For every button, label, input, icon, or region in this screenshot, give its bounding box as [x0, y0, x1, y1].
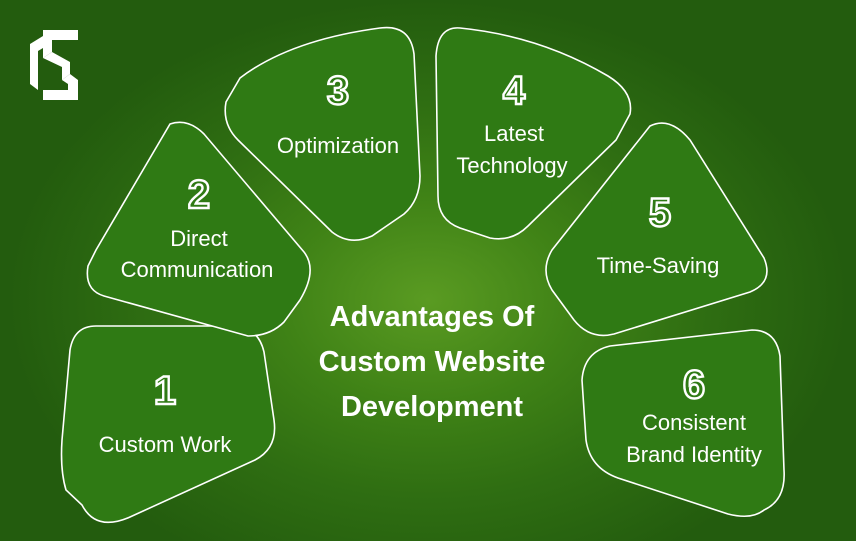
center-title: Advantages Of Custom Website Development: [319, 301, 546, 423]
advantage-card-4: 4 Latest Technology: [435, 27, 632, 240]
card-1-shape: [60, 325, 276, 524]
advantage-card-3: 3 Optimization: [224, 26, 421, 241]
card-6-shape: [581, 329, 785, 518]
card-1-number: 1: [154, 369, 176, 413]
card-4-shape: [435, 27, 632, 240]
card-3-shape: [224, 26, 421, 241]
advantage-card-6: 6 Consistent Brand Identity: [581, 329, 785, 518]
advantage-card-2: 2 Direct Communication: [86, 121, 311, 337]
card-5-shape: [545, 122, 768, 337]
logo-icon: [30, 30, 78, 100]
card-6-number: 6: [683, 363, 705, 407]
card-4-label-line-1: Latest: [484, 121, 544, 146]
card-5-number: 5: [649, 191, 671, 235]
card-6-label-line-1: Consistent: [642, 410, 746, 435]
title-line-1: Advantages Of: [330, 301, 535, 333]
card-2-label-line-1: Direct: [170, 226, 227, 251]
card-3-label: Optimization: [277, 133, 399, 158]
advantage-card-1: 1 Custom Work: [60, 325, 276, 524]
card-2-shape: [86, 121, 311, 337]
title-line-3: Development: [341, 391, 523, 423]
card-6-label-line-2: Brand Identity: [626, 442, 762, 467]
title-line-2: Custom Website: [319, 346, 546, 378]
card-3-number: 3: [327, 69, 349, 113]
card-4-number: 4: [503, 69, 526, 113]
card-2-number: 2: [188, 173, 210, 217]
card-2-label-line-2: Communication: [121, 257, 274, 282]
card-5-label: Time-Saving: [597, 253, 720, 278]
card-1-label: Custom Work: [99, 432, 233, 457]
advantage-card-5: 5 Time-Saving: [545, 122, 768, 337]
card-4-label-line-2: Technology: [456, 153, 567, 178]
